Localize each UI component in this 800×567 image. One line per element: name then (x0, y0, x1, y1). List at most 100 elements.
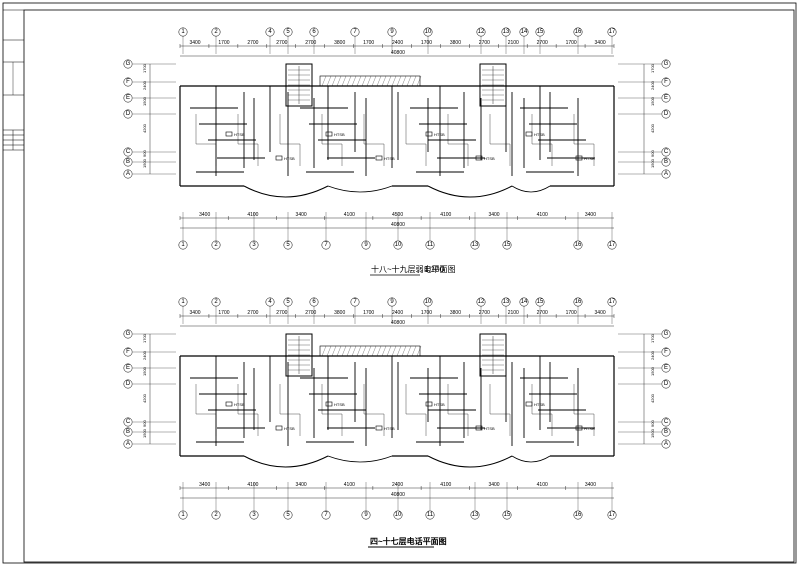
dim-left-value: 2400 (142, 350, 147, 360)
dim-top-value: 1700 (363, 310, 374, 316)
hatch (336, 75, 342, 87)
axis-left-F-label: F (126, 349, 130, 355)
hatch (391, 75, 397, 87)
axis-left-A-label: A (126, 171, 130, 177)
axis-right-F-bubble (661, 347, 671, 357)
dim-left-value: 4200 (142, 393, 147, 403)
dim-bottom-value: 3400 (199, 482, 210, 488)
dim-top-value: 1700 (566, 40, 577, 46)
axis-top-1-label: 1 (181, 29, 185, 35)
hatch (411, 345, 417, 357)
hatch (346, 75, 352, 87)
axis-bottom-16-label: 16 (575, 242, 582, 248)
axis-right-D-bubble (661, 379, 671, 389)
dim-left-value: 1700 (142, 63, 147, 73)
outlet-box (325, 401, 333, 407)
axis-bottom-15-label: 15 (504, 512, 511, 518)
dim-bottom-value: 3400 (585, 482, 596, 488)
axis-top-2-label: 2 (214, 299, 218, 305)
axis-bottom-11-label: 11 (427, 242, 434, 248)
axis-bottom-2-label: 2 (214, 512, 218, 518)
axis-right-C-bubble (661, 417, 671, 427)
outlet-box (225, 131, 233, 137)
wiring-route (531, 114, 553, 166)
dim-top-value: 2700 (247, 310, 258, 316)
axis-top-13-label: 13 (503, 299, 510, 305)
axis-bottom-3-label: 3 (252, 512, 256, 518)
dim-top-value: 1700 (421, 310, 432, 316)
axis-bottom-17-bubble (607, 240, 617, 250)
axis-bottom-1-label: 1 (181, 512, 185, 518)
axis-left-C-bubble (123, 147, 133, 157)
hatch (406, 75, 412, 87)
dim-bottom-value: 3400 (199, 212, 210, 218)
equipment-tag: HTSB (484, 156, 495, 161)
plan-top-caption: 十八~十九层弱电平面图 (371, 264, 456, 274)
hatch (371, 345, 377, 357)
outlet-box (525, 131, 533, 137)
axis-top-7-label: 7 (353, 29, 357, 35)
dim-top-value: 3800 (334, 310, 345, 316)
axis-right-D-label: D (664, 381, 669, 387)
axis-bottom-1-bubble (178, 510, 188, 520)
dim-left-value: 1500 (142, 428, 147, 438)
wiring-route (489, 114, 511, 166)
wiring-route (489, 384, 511, 436)
outlet-box (425, 131, 433, 137)
axis-bottom-7-bubble (321, 240, 331, 250)
outlet-box (225, 401, 233, 407)
outlet-box (525, 401, 533, 407)
wiring-route (405, 384, 427, 436)
equipment-tag: HTSB (434, 132, 445, 137)
dim-bottom-value: 4500 (392, 212, 403, 218)
equipment-tag: HTSB (384, 156, 395, 161)
axis-bottom-2-bubble (211, 240, 221, 250)
axis-top-1-label: 1 (181, 299, 185, 305)
wiring-route (321, 384, 343, 436)
axis-left-E-bubble (123, 363, 133, 373)
dim-bottom-value: 4100 (344, 482, 355, 488)
dim-top-value: 2100 (508, 310, 519, 316)
wiring-route (573, 384, 595, 436)
axis-right-B-bubble (661, 427, 671, 437)
balcony-curve (243, 185, 329, 198)
axis-left-A-label: A (126, 441, 130, 447)
dim-top-value: 2700 (537, 310, 548, 316)
axis-top-15-label: 15 (537, 299, 544, 305)
hatch (416, 75, 422, 87)
axis-top-10-label: 10 (425, 29, 432, 35)
axis-top-4-label: 4 (268, 299, 272, 305)
axis-bottom-16-label: 16 (575, 512, 582, 518)
axis-top-17-label: 17 (609, 299, 616, 305)
axis-bottom-1-label: 1 (181, 242, 185, 248)
axis-bottom-9-bubble (361, 510, 371, 520)
axis-bottom-11-bubble (425, 240, 435, 250)
outlet-box (275, 425, 283, 431)
equipment-tag: HTSB (334, 132, 345, 137)
dim-top-value: 2700 (247, 40, 258, 46)
axis-right-E-label: E (664, 95, 668, 101)
axis-bottom-13-label: 13 (472, 242, 479, 248)
hatch (341, 345, 347, 357)
axis-left-C-label: C (126, 149, 131, 155)
dim-left-value: 1500 (142, 366, 147, 376)
dim-left-value: 1700 (142, 333, 147, 343)
hatch (391, 345, 397, 357)
hatch (331, 345, 337, 357)
hatch (376, 75, 382, 87)
axis-top-6-label: 6 (312, 299, 316, 305)
axis-top-7-label: 7 (353, 299, 357, 305)
axis-bottom-17-bubble (607, 510, 617, 520)
stair-core (285, 333, 313, 377)
hatch (361, 345, 367, 357)
dim-top-value: 2100 (508, 40, 519, 46)
axis-top-5-label: 5 (286, 299, 290, 305)
axis-top-13-label: 13 (503, 29, 510, 35)
dim-right-value: 1700 (650, 333, 655, 343)
axis-top-5-label: 5 (286, 29, 290, 35)
dim-top-total: 40800 (391, 50, 405, 56)
axis-right-D-label: D (664, 111, 669, 117)
dim-top-value: 3800 (450, 310, 461, 316)
outlet-box (375, 425, 383, 431)
hatch (381, 75, 387, 87)
